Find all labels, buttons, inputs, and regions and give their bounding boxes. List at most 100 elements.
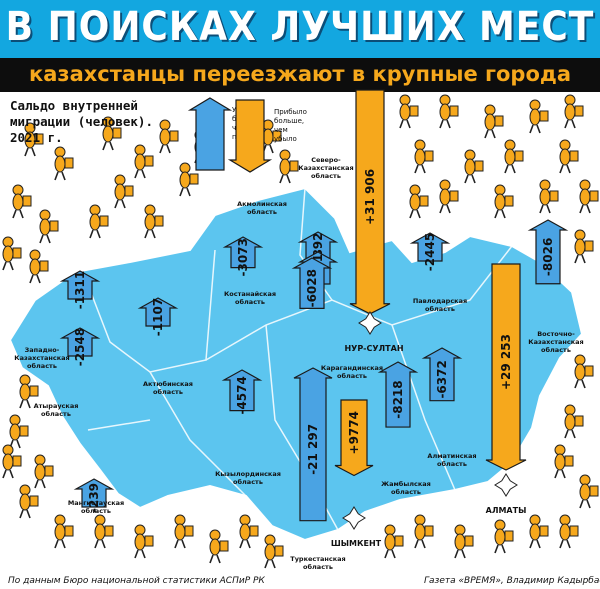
- migrant-figure: [464, 149, 484, 184]
- bar-туркестанская-область: [293, 367, 333, 522]
- migrant-figure: [579, 474, 599, 509]
- value-label-мангистауская-область: -239: [87, 483, 101, 513]
- bar-восточно-казахстанская-область: [527, 219, 569, 285]
- migrant-figure: [554, 444, 574, 479]
- value-label-западно-казахстанская-область: -1311: [73, 271, 87, 309]
- bar-актюбинская-область: [137, 297, 179, 327]
- migrant-figure: [529, 514, 549, 549]
- subtitle-bar: казахстанцы переезжают в крупные города: [0, 58, 600, 92]
- migrant-figure: [2, 444, 22, 479]
- migrant-figure: [134, 524, 154, 559]
- value-label-шымкент: +9774: [347, 411, 361, 454]
- migrant-figure: [484, 104, 504, 139]
- migrant-figure: [564, 94, 584, 129]
- value-label-восточно-казахстанская-область: -8026: [541, 238, 555, 276]
- migrant-figure: [529, 99, 549, 134]
- migrant-figure: [144, 204, 164, 239]
- migrant-figure: [414, 514, 434, 549]
- value-label-нур-султан: +31 906: [363, 169, 377, 225]
- bar-алматинская-область: [421, 347, 463, 402]
- migrant-figure: [34, 454, 54, 489]
- credit-note: Газета «ВРЕМЯ», Владимир Кадырбаев: [424, 576, 600, 586]
- migrant-figure: [159, 119, 179, 154]
- migrant-figure: [409, 184, 429, 219]
- page-title: В ПОИСКАХ ЛУЧШИХ МЕСТ: [5, 4, 595, 50]
- migrant-figure: [9, 414, 29, 449]
- value-label-туркестанская-область: -21 297: [306, 424, 320, 475]
- migrant-figure: [494, 184, 514, 219]
- value-label-кызылординская-область: -4574: [235, 376, 249, 414]
- region-label-алматы: АЛМАТЫ: [486, 506, 527, 515]
- page-subtitle: казахстанцы переезжают в крупные города: [28, 62, 572, 86]
- region-label-нур-султан: НУР-СУЛТАН: [344, 344, 403, 353]
- migrant-figure: [54, 514, 74, 549]
- value-label-алматинская-область: -6372: [435, 360, 449, 398]
- migrant-figure: [399, 94, 419, 129]
- migrant-figure: [264, 534, 284, 569]
- migrant-figure: [439, 179, 459, 214]
- migrant-figure: [134, 144, 154, 179]
- migrant-figure: [574, 354, 594, 389]
- value-label-атырауская-область: -2548: [73, 328, 87, 366]
- city-marker-алматы: [494, 473, 518, 497]
- migrant-figure: [384, 524, 404, 559]
- migrant-figure: [174, 514, 194, 549]
- header-banner: В ПОИСКАХ ЛУЧШИХ МЕСТ: [0, 0, 600, 58]
- migrant-figure: [454, 524, 474, 559]
- migrant-figure: [539, 179, 559, 214]
- bar-костанайская-область: [222, 236, 264, 269]
- migrant-figure: [94, 514, 114, 549]
- bar-павлодарская-область: [409, 232, 451, 262]
- value-label-костанайская-область: -3073: [236, 238, 250, 276]
- migrant-figure: [239, 514, 259, 549]
- migrant-figure: [414, 139, 434, 174]
- migrant-figure: [579, 179, 599, 214]
- bar-карагандинская-область: [291, 257, 333, 309]
- migrant-figure: [19, 484, 39, 519]
- migrant-figure: [574, 229, 594, 264]
- city-marker-шымкент: [342, 506, 366, 530]
- bar-атырауская-область: [59, 327, 101, 357]
- bar-западно-казахстанская-область: [59, 270, 101, 300]
- value-label-алматы: +29 253: [499, 334, 513, 390]
- city-marker-нур-султан: [358, 311, 382, 335]
- value-label-карагандинская-область: -6028: [305, 269, 319, 307]
- migrant-figure: [559, 514, 579, 549]
- bar-алматы: [485, 263, 527, 471]
- migrant-figure: [12, 184, 32, 219]
- migrant-figure: [564, 404, 584, 439]
- migrant-figure: [439, 94, 459, 129]
- bars-layer: -2892-3281-3073+31 906-2445-8026-1311-25…: [59, 89, 569, 522]
- bar-шымкент: [334, 399, 374, 477]
- migrant-figure: [2, 236, 22, 271]
- value-label-павлодарская-область: -2445: [423, 233, 437, 271]
- migrant-figure: [494, 519, 514, 554]
- source-note: По данным Бюро национальной статистики А…: [8, 576, 265, 586]
- migrant-figure: [179, 162, 199, 197]
- migrant-figure: [54, 146, 74, 181]
- bar-мангистауская-область: [73, 478, 115, 508]
- migrant-figure: [89, 204, 109, 239]
- migrant-figure: [39, 209, 59, 244]
- region-label-шымкент: ШЫМКЕНТ: [331, 539, 382, 548]
- bar-жамбылская-область: [377, 361, 419, 428]
- migrant-figure: [114, 174, 134, 209]
- value-label-жамбылская-область: -8218: [391, 380, 405, 418]
- legend-arrow-positive: [227, 99, 273, 173]
- migrant-figure: [29, 249, 49, 284]
